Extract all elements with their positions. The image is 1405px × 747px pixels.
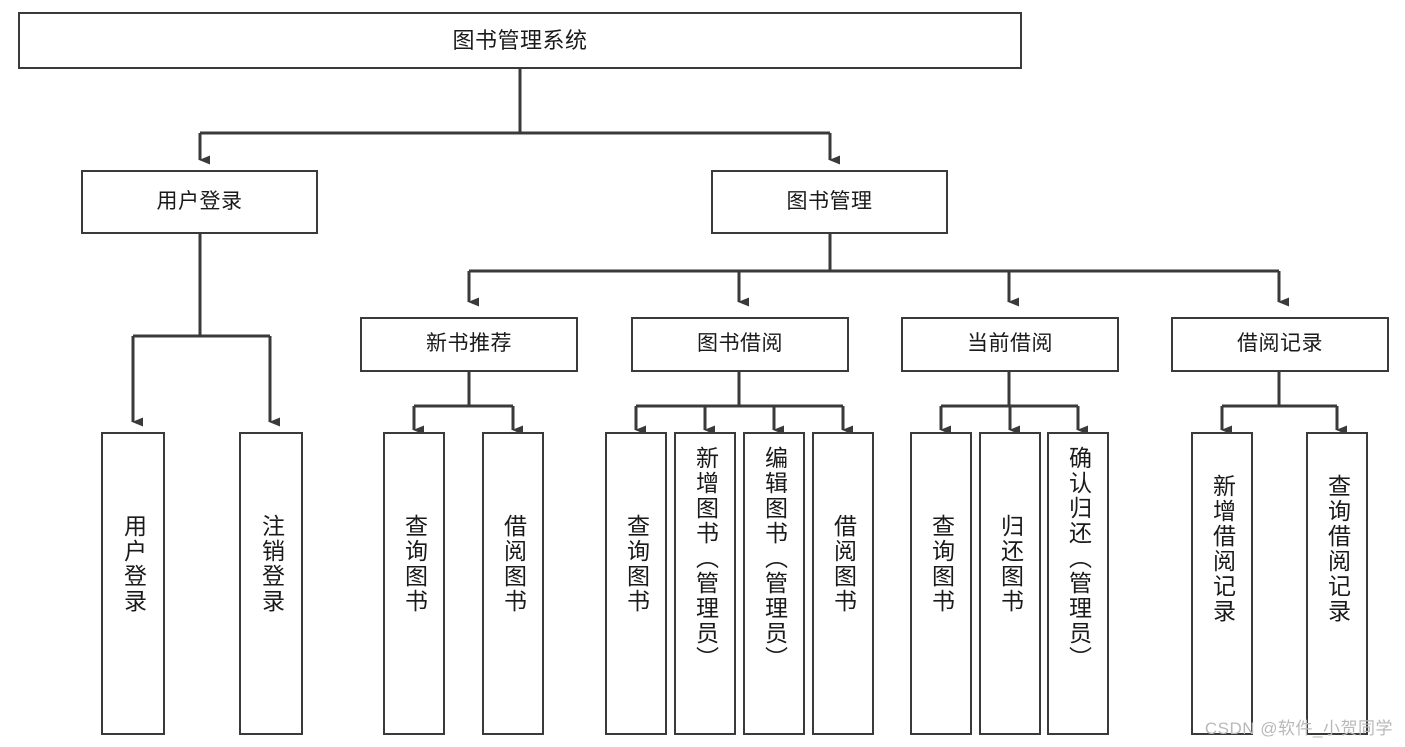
leaf-add-borrow-record[interactable]: 新增借阅记录 bbox=[1191, 432, 1253, 735]
leaf-borrow-book-borrow[interactable]: 借阅图书 bbox=[812, 432, 874, 735]
node-label: 确认归还（管理员） bbox=[1065, 446, 1092, 671]
node-label: 用户登录 bbox=[120, 514, 147, 614]
node-label: 编辑图书（管理员） bbox=[761, 446, 788, 671]
node-label: 查询图书 bbox=[623, 514, 650, 614]
node-label: 借阅图书 bbox=[500, 514, 527, 614]
node-label: 当前借阅 bbox=[967, 332, 1053, 356]
node-label: 借阅记录 bbox=[1237, 332, 1323, 356]
leaf-logout-login[interactable]: 注销登录 bbox=[239, 432, 303, 735]
node-borrow-record[interactable]: 借阅记录 bbox=[1171, 317, 1389, 372]
node-new-book-recommend[interactable]: 新书推荐 bbox=[360, 317, 578, 372]
node-label: 图书管理 bbox=[786, 189, 873, 213]
node-book-management[interactable]: 图书管理 bbox=[711, 170, 948, 234]
leaf-return-book[interactable]: 归还图书 bbox=[979, 432, 1041, 735]
leaf-user-login[interactable]: 用户登录 bbox=[101, 432, 165, 735]
node-label: 查询图书 bbox=[928, 514, 955, 614]
node-label: 归还图书 bbox=[997, 514, 1024, 614]
node-current-borrow[interactable]: 当前借阅 bbox=[901, 317, 1119, 372]
node-label: 用户登录 bbox=[156, 189, 243, 213]
leaf-confirm-return[interactable]: 确认归还（管理员） bbox=[1047, 432, 1109, 735]
node-label: 图书借阅 bbox=[697, 332, 783, 356]
leaf-query-book-borrow[interactable]: 查询图书 bbox=[605, 432, 667, 735]
leaf-borrow-book-recommend[interactable]: 借阅图书 bbox=[482, 432, 544, 735]
node-label: 新增图书（管理员） bbox=[692, 446, 719, 671]
leaf-query-book-current[interactable]: 查询图书 bbox=[910, 432, 972, 735]
node-label: 借阅图书 bbox=[830, 514, 857, 614]
leaf-query-borrow-record[interactable]: 查询借阅记录 bbox=[1306, 432, 1368, 735]
leaf-add-book[interactable]: 新增图书（管理员） bbox=[674, 432, 736, 735]
node-label: 图书管理系统 bbox=[452, 27, 588, 53]
node-book-management-system[interactable]: 图书管理系统 bbox=[18, 12, 1022, 69]
node-label: 查询图书 bbox=[401, 514, 428, 614]
node-label: 新增借阅记录 bbox=[1209, 474, 1236, 624]
watermark-text: CSDN @软件_小贺同学 bbox=[1204, 719, 1393, 738]
node-user-login[interactable]: 用户登录 bbox=[81, 170, 318, 234]
node-label: 查询借阅记录 bbox=[1324, 474, 1351, 624]
leaf-query-book-recommend[interactable]: 查询图书 bbox=[383, 432, 445, 735]
node-book-borrow[interactable]: 图书借阅 bbox=[631, 317, 849, 372]
node-label: 注销登录 bbox=[258, 514, 285, 614]
node-label: 新书推荐 bbox=[426, 332, 512, 356]
leaf-edit-book[interactable]: 编辑图书（管理员） bbox=[743, 432, 805, 735]
